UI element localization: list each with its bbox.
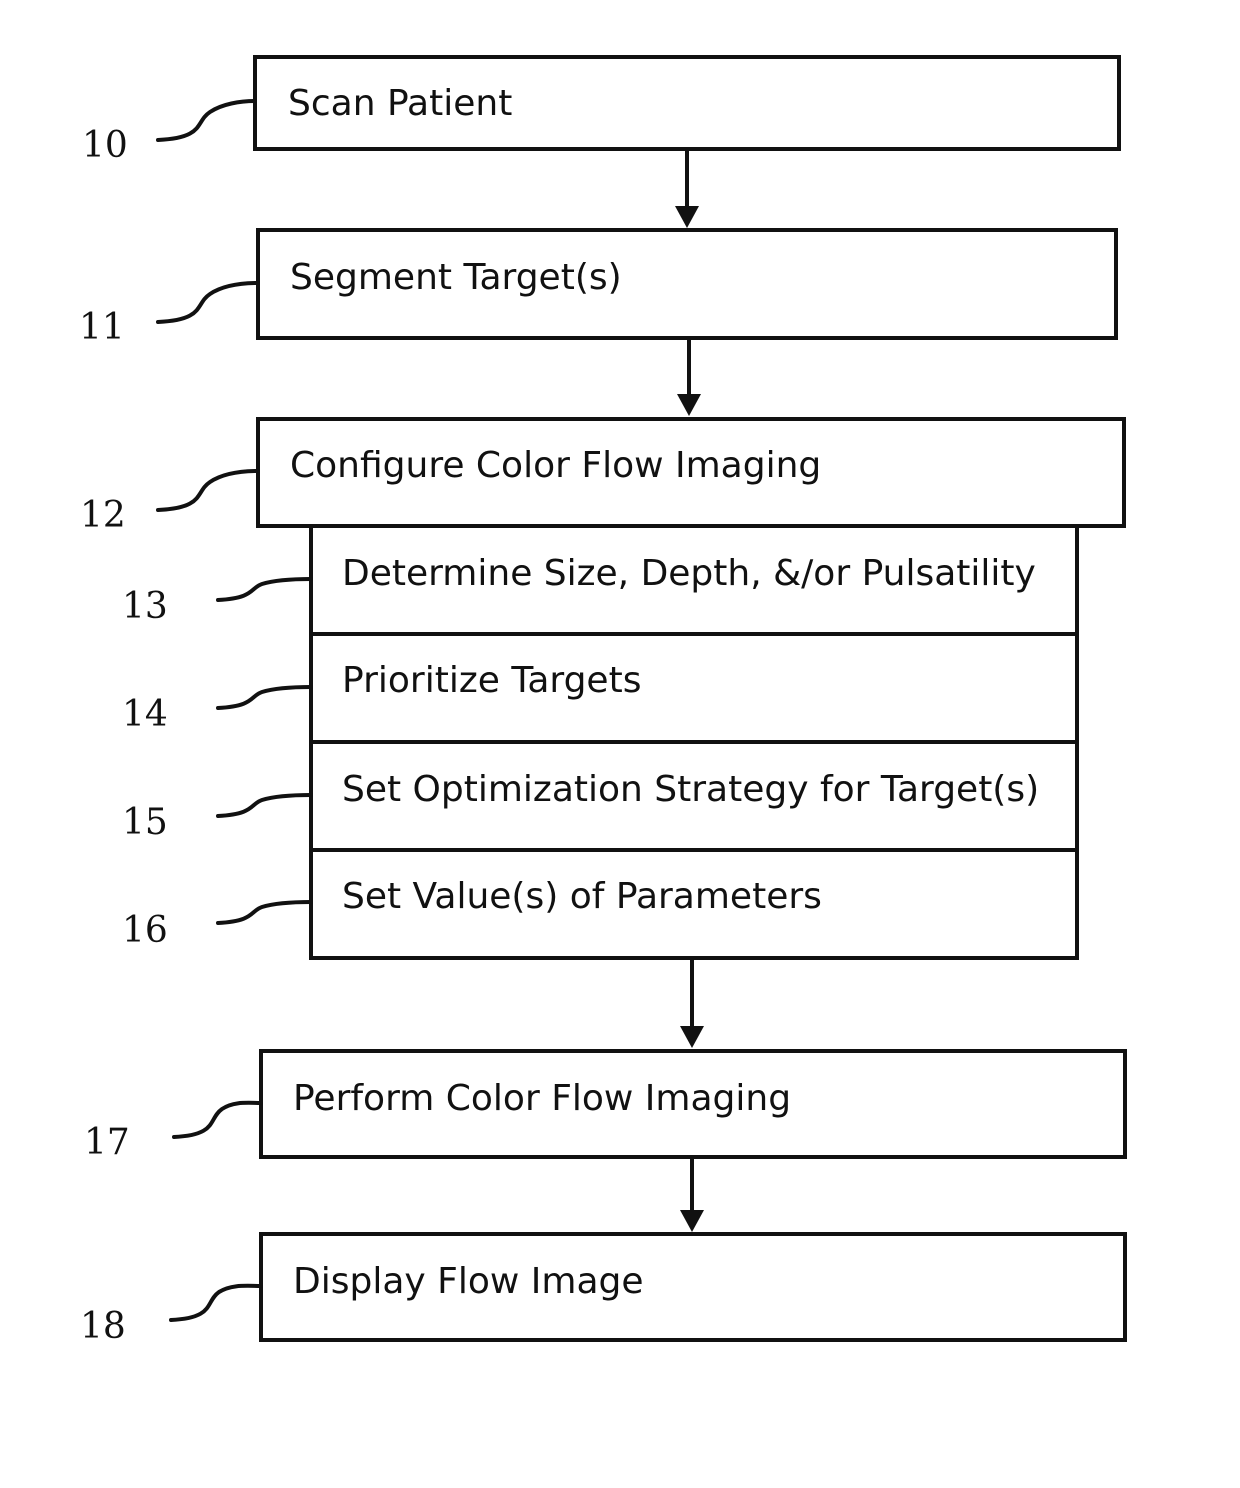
step-label-perform-color-flow-imaging: Perform Color Flow Imaging <box>293 1078 791 1119</box>
step-label-configure-color-flow-imaging: Configure Color Flow Imaging <box>290 445 821 486</box>
substep-box-determine-size-depth-pulsatility: Determine Size, Depth, &/or Pulsatility <box>311 526 1077 634</box>
ref-number-14: 14 <box>122 694 168 735</box>
leader-line-18 <box>171 1286 261 1320</box>
ref-number-15: 15 <box>122 802 168 843</box>
step-label-segment-targets: Segment Target(s) <box>290 257 622 298</box>
leader-line-15 <box>218 795 311 816</box>
substep-box-set-optimization-strategy: Set Optimization Strategy for Target(s) <box>311 742 1077 850</box>
step-box-perform-color-flow-imaging: Perform Color Flow Imaging <box>261 1051 1125 1157</box>
leader-line-10 <box>158 101 255 140</box>
arrow-17-to-18 <box>680 1157 704 1232</box>
ref-number-12: 12 <box>80 495 126 536</box>
substep-label-set-values-of-parameters: Set Value(s) of Parameters <box>342 876 822 917</box>
ref-number-11: 11 <box>79 307 125 348</box>
step-label-scan-patient: Scan Patient <box>288 83 512 124</box>
ref-number-13: 13 <box>122 586 168 627</box>
step-box-configure-color-flow-imaging: Configure Color Flow Imaging <box>258 419 1124 526</box>
arrow-10-to-11 <box>675 149 699 228</box>
arrow-11-to-12 <box>677 338 701 416</box>
leader-line-13 <box>218 579 311 600</box>
ref-number-18: 18 <box>80 1306 126 1347</box>
ref-number-17: 17 <box>84 1122 130 1163</box>
substep-box-prioritize-targets: Prioritize Targets <box>311 634 1077 742</box>
leader-line-11 <box>158 283 258 322</box>
step-box-scan-patient: Scan Patient <box>255 57 1119 149</box>
step-box-segment-targets: Segment Target(s) <box>258 230 1116 338</box>
ref-number-10: 10 <box>82 125 128 166</box>
ref-number-16: 16 <box>122 910 168 951</box>
substep-label-prioritize-targets: Prioritize Targets <box>342 660 641 701</box>
leader-line-12 <box>158 471 258 510</box>
step-box-display-flow-image: Display Flow Image <box>261 1234 1125 1340</box>
substep-box-set-values-of-parameters: Set Value(s) of Parameters <box>311 850 1077 958</box>
substep-label-determine-size-depth-pulsatility: Determine Size, Depth, &/or Pulsatility <box>342 553 1036 594</box>
leader-line-14 <box>218 687 311 708</box>
leader-line-17 <box>174 1103 261 1137</box>
leader-line-16 <box>218 902 311 923</box>
arrow-16-to-17 <box>680 958 704 1048</box>
step-label-display-flow-image: Display Flow Image <box>293 1261 644 1302</box>
substep-label-set-optimization-strategy: Set Optimization Strategy for Target(s) <box>342 769 1039 810</box>
